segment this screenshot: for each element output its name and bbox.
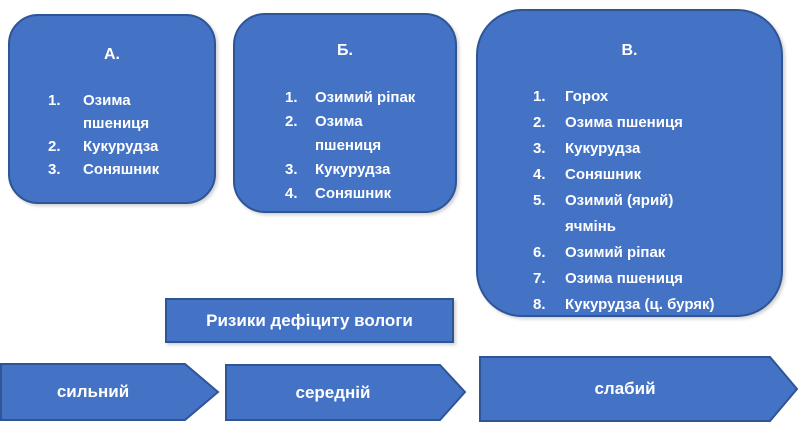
list-item-text: Озима пшениця xyxy=(565,270,683,287)
list-item: 7. Озима пшениця xyxy=(533,266,781,292)
list-item: 4. Соняшник xyxy=(533,162,781,188)
group-b-list: 1. Озимий ріпак 2. Озима пшениця 3. Куку… xyxy=(235,86,455,206)
list-item-number: 1. xyxy=(285,89,298,106)
group-v-title: В. xyxy=(621,42,638,59)
list-item: 2. Озима пшениця xyxy=(285,110,455,158)
list-item-text: Кукурудза xyxy=(315,161,391,178)
list-item-text: Озима пшениця xyxy=(83,92,150,132)
list-item-number: 4. xyxy=(285,185,298,202)
risk-arrow-weak-label: слабий xyxy=(594,379,656,398)
list-item-text: Горох xyxy=(565,88,609,105)
list-item-number: 7. xyxy=(533,270,546,287)
risk-arrow-medium: середній xyxy=(225,364,467,421)
list-item: 3. Кукурудза xyxy=(533,136,781,162)
list-item: 1. Горох xyxy=(533,84,781,110)
right-arrow-shape xyxy=(225,364,467,421)
list-item: 2. Озима пшениця xyxy=(533,110,781,136)
list-item-number: 8. xyxy=(533,296,546,313)
list-item: 3. Кукурудза xyxy=(285,158,455,182)
group-v-box: В. 1. Горох 2. Озима пшениця 3. Кукурудз… xyxy=(476,9,783,317)
list-item-number: 3. xyxy=(533,140,546,157)
risk-arrow-strong-label: сильний xyxy=(56,382,130,401)
list-item-number: 1. xyxy=(48,92,61,109)
list-item-text: Озима пшениця xyxy=(565,114,683,131)
list-item-number: 2. xyxy=(285,113,298,130)
list-item-text: Соняшник xyxy=(565,166,642,183)
list-item-text: Кукурудза (ц. буряк) xyxy=(565,296,715,313)
list-item-text: Кукурудза xyxy=(565,140,641,157)
group-b-box: Б. 1. Озимий ріпак 2. Озима пшениця 3. К… xyxy=(233,13,457,213)
risk-arrow-weak: слабий xyxy=(479,356,799,422)
moisture-risk-banner: Ризики дефіциту вологи xyxy=(165,298,454,343)
right-arrow-shape xyxy=(0,363,220,421)
group-v-list: 1. Горох 2. Озима пшениця 3. Кукурудза 4… xyxy=(478,84,781,318)
list-item-number: 1. xyxy=(533,88,546,105)
list-item: 1. Озима пшениця xyxy=(48,89,214,135)
list-item-number: 3. xyxy=(48,161,61,178)
group-a-box: А. 1. Озима пшениця 2. Кукурудза 3. Соня… xyxy=(8,14,216,204)
list-item: 3. Соняшник xyxy=(48,158,214,181)
risk-arrow-strong: сильний xyxy=(0,363,220,421)
list-item-text: Кукурудза xyxy=(83,138,159,155)
list-item-number: 2. xyxy=(533,114,546,131)
list-item-number: 6. xyxy=(533,244,546,261)
risk-arrow-medium-label: середній xyxy=(295,382,371,402)
group-a-list: 1. Озима пшениця 2. Кукурудза 3. Соняшни… xyxy=(10,89,214,181)
list-item-number: 2. xyxy=(48,138,61,155)
list-item-text: Озима пшениця xyxy=(315,113,382,154)
list-item: 4. Соняшник xyxy=(285,182,455,206)
list-item-number: 4. xyxy=(533,166,546,183)
right-arrow-shape xyxy=(479,356,799,422)
list-item-number: 5. xyxy=(533,192,546,209)
list-item: 8. Кукурудза (ц. буряк) xyxy=(533,292,781,318)
list-item-text: Соняшник xyxy=(315,185,392,202)
list-item-number: 3. xyxy=(285,161,298,178)
group-a-title: А. xyxy=(104,46,120,63)
moisture-risk-banner-label: Ризики дефіциту вологи xyxy=(206,310,413,330)
list-item-text: Соняшник xyxy=(83,161,160,178)
list-item-text: Озимий (ярий) ячмінь xyxy=(565,192,674,235)
group-b-title: Б. xyxy=(337,42,353,59)
list-item: 2. Кукурудза xyxy=(48,135,214,158)
list-item: 1. Озимий ріпак xyxy=(285,86,455,110)
list-item-text: Озимий ріпак xyxy=(565,244,666,261)
list-item-text: Озимий ріпак xyxy=(315,89,416,106)
list-item: 6. Озимий ріпак xyxy=(533,240,781,266)
list-item: 5. Озимий (ярий) ячмінь xyxy=(533,188,781,240)
